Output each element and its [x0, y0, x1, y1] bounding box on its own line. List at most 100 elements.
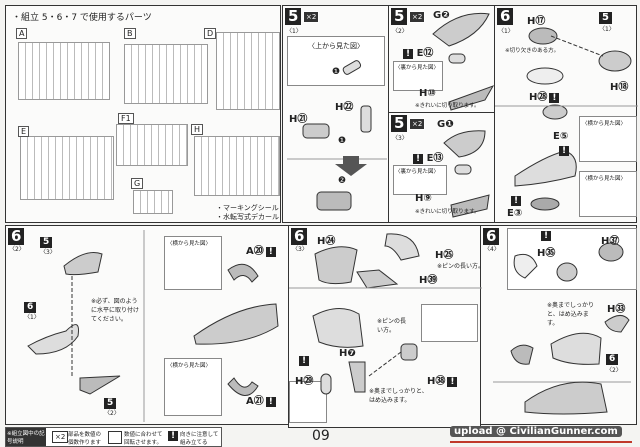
- ref-step: 6: [24, 302, 37, 313]
- step-sub: 〈4〉: [484, 246, 500, 253]
- note: ※きれいに切り取ります。: [415, 209, 480, 215]
- runner-label: E: [18, 126, 30, 137]
- legend-item: 数値に合わせて回転させます。: [124, 432, 163, 446]
- assembly-drawing: [289, 233, 482, 395]
- step-number: 6: [291, 228, 308, 245]
- multiplier: ×2: [409, 11, 426, 23]
- ref-step: 5: [40, 237, 53, 248]
- back-view-inset: 〈裏から見た図〉: [393, 165, 447, 195]
- ref-step: 6: [606, 354, 619, 365]
- multiplier: ×2: [303, 11, 320, 23]
- runner-label: F1: [118, 113, 134, 124]
- warning-icon: !: [168, 431, 179, 441]
- part-label: E⑤: [553, 131, 569, 142]
- warning-icon: !: [299, 356, 310, 366]
- runner-h: [194, 136, 280, 196]
- symbol-legend: ※組立図中の記号説明 ×2 部品を数値の個数作ります 数値に合わせて回転させます…: [5, 427, 222, 447]
- part-label: H⑰: [527, 16, 546, 27]
- warning-icon: !: [541, 231, 552, 241]
- legend-title: ※組立図中の記号説明: [6, 428, 46, 446]
- part-label: H㉙: [295, 376, 314, 387]
- step-arrow-1: ❶: [332, 67, 341, 77]
- view-label: 〈横から見た図〉: [582, 176, 627, 182]
- runner-label: B: [124, 28, 136, 39]
- note: ※必ず、図のように水平に取り付けてください。: [91, 298, 140, 323]
- step-sub: 〈1〉: [498, 28, 514, 35]
- part-label: A⑳!: [246, 242, 276, 257]
- side-view-inset: 〈横から見た図〉: [164, 358, 222, 416]
- step-sub: 〈3〉: [292, 246, 308, 253]
- step-5-1: 5 ×2 〈1〉 〈上から見た図〉 ❶ H㉑ H㉒ ❶ ❷: [282, 5, 389, 223]
- runner-d: [216, 32, 280, 110]
- multiplier: ×2: [409, 118, 426, 130]
- assembly-drawing: [287, 60, 387, 211]
- ref-sub: 〈2〉: [104, 410, 120, 417]
- part-label: H㉝: [607, 304, 626, 315]
- part-label: H㉔: [317, 236, 336, 247]
- warning-icon: !: [447, 377, 458, 387]
- step-sub: 〈1〉: [286, 28, 302, 35]
- ref-sub: 〈1〉: [24, 314, 40, 321]
- part-label: H㊳!: [427, 372, 458, 387]
- step-number: 5: [391, 115, 408, 132]
- part-label: H⑨: [415, 193, 432, 204]
- note: ※奥までしっかりと、はめ込みます。: [369, 388, 428, 404]
- runner-label: D: [204, 28, 217, 39]
- ref-sub: 〈1〉: [599, 26, 615, 33]
- part-label: H㉘!: [529, 88, 560, 103]
- side-view-inset: 〈横から見た図〉: [579, 116, 637, 162]
- runner-label: G: [131, 178, 144, 189]
- ref-sub: 〈3〉: [40, 249, 56, 256]
- note: ※切り欠きのある方。: [505, 48, 560, 54]
- top-view-inset: 〈上から見た図〉 ❶: [287, 36, 385, 86]
- parts-title: ・組立 5・6・7 で使用するパーツ: [12, 13, 152, 23]
- parts-panel: ・組立 5・6・7 で使用するパーツ A B D E F1 G H ・マーキング…: [5, 5, 281, 223]
- step-number: 6: [497, 8, 514, 25]
- ref-sub: 〈2〉: [606, 367, 622, 374]
- view-label: 〈横から見た図〉: [582, 121, 627, 127]
- runner-b: [124, 44, 208, 104]
- side-view-inset: 〈横から見た図〉: [579, 171, 637, 217]
- assembly-drawing: [495, 27, 638, 211]
- part-label: H❼: [339, 348, 356, 359]
- step-number: 6: [8, 228, 25, 245]
- view-label: 〈裏から見た図〉: [395, 65, 440, 71]
- view-label: 〈裏から見た図〉: [395, 169, 440, 175]
- warning-icon: !: [549, 93, 560, 103]
- legend-item: 向きに注意して組み立てる: [180, 432, 219, 446]
- warning-icon: !: [511, 196, 522, 206]
- runner-g: [133, 190, 173, 214]
- step-6-1: 6 〈1〉 H⑰ 5 〈1〉 ※切り欠きのある方。 H⑱ H㉘! 〈横から見た図…: [494, 5, 638, 223]
- watermark: upload @ CivilianGunner.com: [450, 426, 622, 437]
- step-number: 5: [285, 8, 302, 25]
- step-6-4: 6 〈4〉 ! H㉟ H㊲ ※奥までしっかりと、はめ込みます。 H㉝ 6 〈2〉: [480, 225, 637, 425]
- rotate-icon: [108, 431, 122, 444]
- view-label: 〈横から見た図〉: [167, 363, 212, 369]
- part-label: A㉑!: [246, 392, 276, 407]
- warning-icon: !: [403, 49, 414, 59]
- view-label: 〈横から見た図〉: [167, 241, 212, 247]
- warning-icon: !: [265, 247, 276, 257]
- note: ※きれいに切り取ります。: [415, 103, 480, 109]
- ref-step: 5: [599, 12, 612, 24]
- step-number: 5: [391, 8, 408, 25]
- detail-inset: [421, 304, 478, 342]
- part-label: H㉒: [335, 102, 354, 113]
- step-sub: 〈3〉: [392, 135, 408, 142]
- note: ※ピンの長い方。: [377, 318, 407, 334]
- part-label: H㉑: [289, 114, 308, 125]
- part-label: G❶: [437, 119, 454, 130]
- part-label: H㊴: [419, 275, 438, 286]
- assembly-drawing: [443, 130, 490, 218]
- step-5-2: 5 ×2 〈2〉 G❷ ! E⑫ 〈裏から見た図〉 H⑩ ※きれいに切り取ります…: [388, 5, 495, 113]
- note: ※奥までしっかりと、はめ込みます。: [547, 302, 595, 327]
- page-number: 09: [312, 428, 330, 444]
- part-label: H㊲: [601, 236, 620, 247]
- legend-item: 部品を数値の個数作ります: [68, 432, 102, 446]
- back-view-inset: 〈裏から見た図〉: [393, 61, 443, 91]
- step-arrow-2: ❷: [338, 176, 347, 186]
- part-label: G❷: [433, 10, 450, 21]
- warning-icon: !: [559, 146, 570, 156]
- part-label: ! E⑬: [411, 149, 443, 164]
- runner-a: [18, 42, 110, 100]
